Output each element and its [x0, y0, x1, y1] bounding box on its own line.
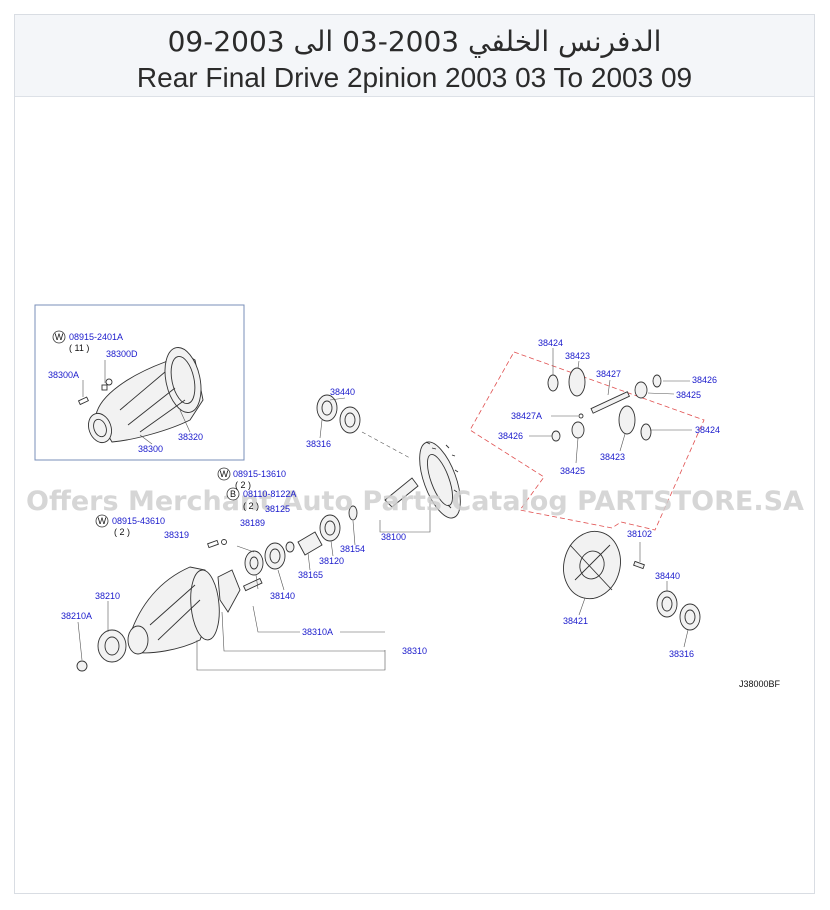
leader-lines — [77, 348, 692, 671]
part-link-38440[interactable]: 38440 — [655, 571, 680, 581]
rear-cover-drawing — [76, 566, 220, 672]
diagram-code: J38000BF — [739, 679, 781, 689]
part-link-38424[interactable]: 38424 — [538, 338, 563, 348]
part-link-38425[interactable]: 38425 — [676, 390, 701, 400]
washer-symbol-2: W — [217, 467, 231, 481]
qty-label: ( 2 ) — [243, 501, 259, 511]
part-link-38424[interactable]: 38424 — [695, 425, 720, 435]
washer-symbol-1: W — [52, 330, 66, 344]
part-link-38100[interactable]: 38100 — [381, 532, 406, 542]
part-link-38425[interactable]: 38425 — [560, 466, 585, 476]
part-link-38300A[interactable]: 38300A — [48, 370, 79, 380]
part-link-38154[interactable]: 38154 — [340, 544, 365, 554]
part-link-38320[interactable]: 38320 — [178, 432, 203, 442]
part-link-38319[interactable]: 38319 — [164, 530, 189, 540]
differential-kit-box — [469, 351, 705, 531]
inset-box — [34, 304, 245, 461]
side-retainer-drawing — [207, 539, 263, 613]
page-title-arabic: الدفرنس الخلفي 2003-03 الى 2003-09 — [167, 25, 662, 58]
part-link-08915-43610[interactable]: 08915-43610 — [112, 516, 165, 526]
part-link-38426[interactable]: 38426 — [692, 375, 717, 385]
part-link-38102[interactable]: 38102 — [627, 529, 652, 539]
part-link-38427[interactable]: 38427 — [596, 369, 621, 379]
part-link-38426[interactable]: 38426 — [498, 431, 523, 441]
watermark-text: Offers Merchant Auto Parts Catalog PARTS… — [26, 486, 804, 517]
differential-gears-drawing — [547, 367, 662, 442]
washer-symbol-text: W — [98, 516, 107, 526]
callout-labels: 08915-2401A ( 11 ) 38300D 38300A 38320 3… — [48, 332, 720, 659]
part-link-38440[interactable]: 38440 — [330, 387, 355, 397]
part-link-08110-8122A[interactable]: 08110-8122A — [243, 489, 296, 499]
washer-symbol-text: W — [55, 332, 64, 342]
part-link-38210A[interactable]: 38210A — [61, 611, 92, 621]
part-link-38316[interactable]: 38316 — [669, 649, 694, 659]
part-link-38300D[interactable]: 38300D — [106, 349, 138, 359]
part-link-38427A[interactable]: 38427A — [511, 411, 542, 421]
page-frame: الدفرنس الخلفي 2003-03 الى 2003-09 Rear … — [14, 14, 815, 894]
qty-label: ( 11 ) — [69, 343, 89, 353]
differential-case-drawing — [563, 530, 701, 631]
part-link-08915-2401A[interactable]: 08915-2401A — [69, 332, 123, 342]
part-link-38210[interactable]: 38210 — [95, 591, 120, 601]
part-link-38423[interactable]: 38423 — [565, 351, 590, 361]
page-header: الدفرنس الخلفي 2003-03 الى 2003-09 Rear … — [15, 15, 814, 97]
qty-label: ( 2 ) — [235, 480, 251, 490]
part-link-38189[interactable]: 38189 — [240, 518, 265, 528]
part-link-38310A[interactable]: 38310A — [302, 627, 333, 637]
washer-symbol-text: W — [220, 469, 229, 479]
bolt-symbol-text: B — [230, 489, 236, 499]
part-link-38125[interactable]: 38125 — [265, 504, 290, 514]
part-link-38140[interactable]: 38140 — [270, 591, 295, 601]
carrier-housing-drawing — [77, 347, 204, 444]
washer-symbol-3: W — [95, 514, 109, 528]
part-link-38120[interactable]: 38120 — [319, 556, 344, 566]
qty-label: ( 2 ) — [114, 527, 130, 537]
part-link-38310[interactable]: 38310 — [402, 646, 427, 656]
part-link-38300[interactable]: 38300 — [138, 444, 163, 454]
ring-gear-pinion-drawing — [384, 441, 461, 519]
part-link-38165[interactable]: 38165 — [298, 570, 323, 580]
page-title-english: Rear Final Drive 2pinion 2003 03 To 2003… — [136, 62, 693, 93]
pinion-bearings-drawing — [244, 505, 358, 576]
part-link-38316[interactable]: 38316 — [306, 439, 331, 449]
part-link-38423[interactable]: 38423 — [600, 452, 625, 462]
part-link-08915-13610[interactable]: 08915-13610 — [233, 469, 286, 479]
upper-bearing-drawing — [316, 394, 411, 459]
bolt-symbol: B — [226, 487, 240, 501]
part-link-38421[interactable]: 38421 — [563, 616, 588, 626]
